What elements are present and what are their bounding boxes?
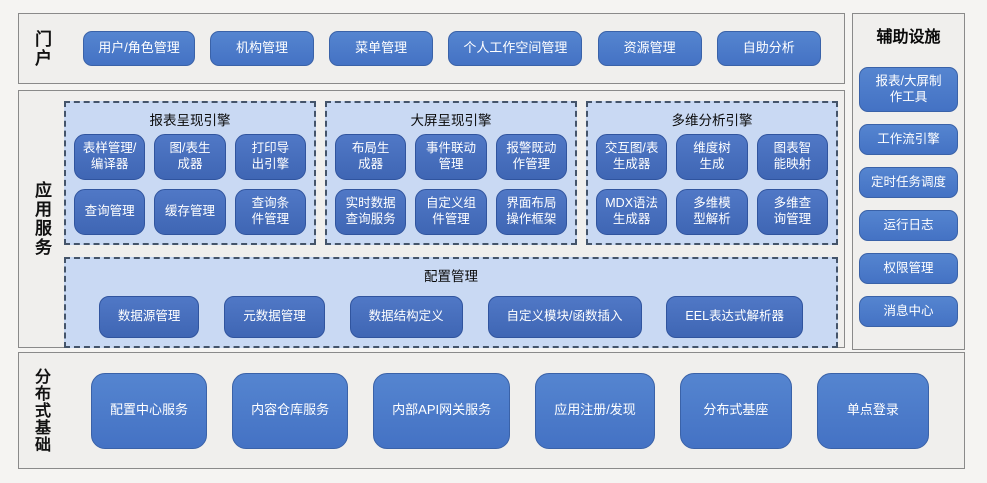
aux-button-permission[interactable]: 权限管理 (859, 253, 958, 284)
config-management-title: 配置管理 (424, 269, 478, 284)
aux-button-scheduler[interactable]: 定时任务调度 (859, 167, 958, 198)
dist-button-config-center[interactable]: 配置中心服务 (91, 372, 208, 449)
engine-button[interactable]: 图表智 能映射 (756, 134, 828, 180)
app-services-content: 报表呈现引擎 表样管理/ 编译器 图/表生 成器 打印导 出引擎 查询管理 缓存… (60, 91, 844, 348)
dist-button-content-repo[interactable]: 内容仓库服务 (232, 372, 349, 449)
distributed-base-label: 分布式基础 (32, 368, 49, 453)
auxiliary-title: 辅助设施 (876, 29, 941, 46)
engine-button[interactable]: 查询条 件管理 (234, 189, 306, 235)
distributed-base-section: 分布式基础 配置中心服务 内容仓库服务 内部API网关服务 应用注册/发现 分布… (18, 352, 965, 469)
config-button-eel-parser[interactable]: EEL表达式解析器 (666, 296, 804, 338)
engine-button[interactable]: 界面布局 操作框架 (495, 189, 567, 235)
config-button-datastructure[interactable]: 数据结构定义 (349, 296, 463, 338)
engine-button[interactable]: 维度树 生成 (676, 134, 748, 180)
report-engine-panel: 报表呈现引擎 表样管理/ 编译器 图/表生 成器 打印导 出引擎 查询管理 缓存… (64, 101, 316, 245)
engine-button[interactable]: 查询管理 (74, 189, 146, 235)
dist-button-app-registry[interactable]: 应用注册/发现 (535, 372, 655, 449)
app-services-section: 应用服务 报表呈现引擎 表样管理/ 编译器 图/表生 成器 打印导 出引擎 查询… (18, 90, 845, 348)
aux-button-workflow[interactable]: 工作流引擎 (859, 124, 958, 155)
bigscreen-engine-grid: 布局生 成器 事件联动 管理 报警既动 作管理 实时数据 查询服务 自定义组 件… (335, 134, 567, 235)
config-button-custom-module[interactable]: 自定义模块/函数插入 (487, 296, 642, 338)
portal-button-org[interactable]: 机构管理 (210, 31, 314, 66)
engine-button[interactable]: MDX语法 生成器 (596, 189, 668, 235)
distributed-button-row: 配置中心服务 内容仓库服务 内部API网关服务 应用注册/发现 分布式基座 单点… (56, 372, 964, 449)
app-services-label: 应用服务 (32, 181, 51, 257)
olap-engine-grid: 交互图/表 生成器 维度树 生成 图表智 能映射 MDX语法 生成器 多维模 型… (596, 134, 828, 235)
bigscreen-engine-panel: 大屏呈现引擎 布局生 成器 事件联动 管理 报警既动 作管理 实时数据 查询服务… (325, 101, 577, 245)
dist-button-api-gateway[interactable]: 内部API网关服务 (373, 372, 511, 449)
engine-button[interactable]: 布局生 成器 (335, 134, 407, 180)
aux-button-runlog[interactable]: 运行日志 (859, 210, 958, 241)
dist-button-base[interactable]: 分布式基座 (679, 372, 792, 449)
engine-button[interactable]: 事件联动 管理 (415, 134, 487, 180)
engine-button[interactable]: 实时数据 查询服务 (335, 189, 407, 235)
engine-row: 报表呈现引擎 表样管理/ 编译器 图/表生 成器 打印导 出引擎 查询管理 缓存… (64, 101, 838, 245)
aux-button-designer-tool[interactable]: 报表/大屏制 作工具 (859, 67, 958, 112)
portal-button-resource[interactable]: 资源管理 (597, 31, 702, 66)
portal-button-selfservice[interactable]: 自助分析 (716, 31, 821, 66)
auxiliary-section: 辅助设施 报表/大屏制 作工具 工作流引擎 定时任务调度 运行日志 权限管理 消… (852, 13, 965, 350)
dist-button-sso[interactable]: 单点登录 (816, 372, 929, 449)
report-engine-title: 报表呈现引擎 (149, 113, 231, 128)
engine-button[interactable]: 交互图/表 生成器 (596, 134, 668, 180)
engine-button[interactable]: 表样管理/ 编译器 (74, 134, 146, 180)
engine-button[interactable]: 报警既动 作管理 (495, 134, 567, 180)
portal-button-menu[interactable]: 菜单管理 (329, 31, 434, 66)
report-engine-grid: 表样管理/ 编译器 图/表生 成器 打印导 出引擎 查询管理 缓存管理 查询条 … (74, 134, 306, 235)
config-button-datasource[interactable]: 数据源管理 (98, 296, 200, 338)
engine-button[interactable]: 自定义组 件管理 (415, 189, 487, 235)
engine-button[interactable]: 缓存管理 (154, 189, 226, 235)
engine-button[interactable]: 多维模 型解析 (676, 189, 748, 235)
config-button-row: 数据源管理 元数据管理 数据结构定义 自定义模块/函数插入 EEL表达式解析器 (74, 290, 828, 338)
olap-engine-title: 多维分析引擎 (671, 113, 753, 128)
portal-button-user-role[interactable]: 用户/角色管理 (83, 31, 195, 66)
engine-button[interactable]: 打印导 出引擎 (234, 134, 306, 180)
engine-button[interactable]: 图/表生 成器 (154, 134, 226, 180)
auxiliary-button-column: 报表/大屏制 作工具 工作流引擎 定时任务调度 运行日志 权限管理 消息中心 (853, 53, 964, 349)
portal-button-row: 用户/角色管理 机构管理 菜单管理 个人工作空间管理 资源管理 自助分析 (60, 31, 844, 66)
bigscreen-engine-title: 大屏呈现引擎 (410, 113, 492, 128)
config-button-metadata[interactable]: 元数据管理 (224, 296, 325, 338)
engine-button[interactable]: 多维查 询管理 (756, 189, 828, 235)
olap-engine-panel: 多维分析引擎 交互图/表 生成器 维度树 生成 图表智 能映射 MDX语法 生成… (586, 101, 838, 245)
portal-section: 门户 用户/角色管理 机构管理 菜单管理 个人工作空间管理 资源管理 自助分析 (18, 13, 845, 84)
config-management-panel: 配置管理 数据源管理 元数据管理 数据结构定义 自定义模块/函数插入 EEL表达… (64, 257, 838, 348)
portal-button-workspace[interactable]: 个人工作空间管理 (448, 31, 583, 66)
portal-label: 门户 (32, 29, 51, 68)
aux-button-message-center[interactable]: 消息中心 (859, 296, 958, 327)
